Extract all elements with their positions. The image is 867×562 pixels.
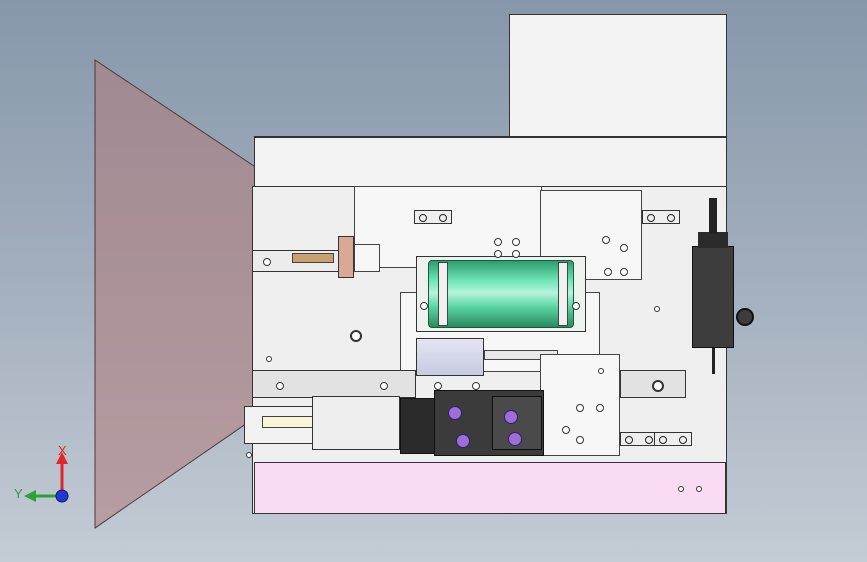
green-pneumatic-cylinder[interactable] [428, 260, 574, 328]
gripper-rod [262, 416, 314, 428]
hole [350, 330, 362, 342]
hole [696, 486, 702, 492]
hole [562, 426, 570, 434]
small-actuator-body[interactable] [416, 338, 484, 376]
cylinder-end-cap-right [558, 262, 568, 326]
hole [654, 306, 660, 312]
slide-stopper[interactable] [354, 244, 380, 272]
sensor-lead-wire [712, 348, 715, 374]
hole [266, 356, 272, 362]
hole [678, 486, 684, 492]
hole [494, 250, 502, 258]
slide-block[interactable] [338, 236, 354, 278]
spring-coil [292, 253, 334, 263]
hole [246, 452, 252, 458]
servo-motor[interactable] [400, 398, 436, 454]
hole [263, 258, 271, 266]
hole [512, 250, 520, 258]
hole [620, 244, 628, 252]
air-fitting-1[interactable] [448, 406, 462, 420]
triad-y-label: Y [14, 486, 23, 501]
sensor-knob[interactable] [736, 308, 754, 326]
sensor-cable-gland [698, 232, 728, 248]
upper-mount-plate[interactable] [354, 186, 542, 268]
air-fitting-4[interactable] [508, 432, 522, 446]
air-fitting-3[interactable] [504, 410, 518, 424]
hole [276, 382, 284, 390]
air-fitting-2[interactable] [456, 434, 470, 448]
hole [472, 382, 480, 390]
hole [576, 436, 584, 444]
bottom-pink-cover[interactable] [254, 462, 726, 514]
hole [652, 380, 664, 392]
limit-sensor-4[interactable] [654, 432, 692, 446]
proximity-sensor-body[interactable] [692, 246, 734, 348]
triad-x-label: X [58, 443, 67, 458]
limit-sensor-1[interactable] [414, 210, 452, 224]
cylinder-end-cap-left [438, 262, 448, 326]
coordinate-triad-icon [24, 452, 69, 503]
hole [598, 368, 604, 374]
hole [512, 238, 520, 246]
hole [576, 404, 584, 412]
hole [620, 268, 628, 276]
limit-sensor-2[interactable] [642, 210, 680, 224]
hole [494, 238, 502, 246]
hole [380, 382, 388, 390]
hole [596, 404, 604, 412]
hole [420, 302, 428, 310]
hole [604, 268, 612, 276]
hole [572, 302, 580, 310]
middle-right-rail[interactable] [620, 370, 686, 398]
hole [602, 236, 610, 244]
limit-sensor-3[interactable] [620, 432, 658, 446]
hole [434, 382, 442, 390]
top-crossbar-cover[interactable] [254, 136, 727, 188]
cable-icon [709, 198, 717, 234]
gripper-jaw-block[interactable] [312, 396, 400, 450]
